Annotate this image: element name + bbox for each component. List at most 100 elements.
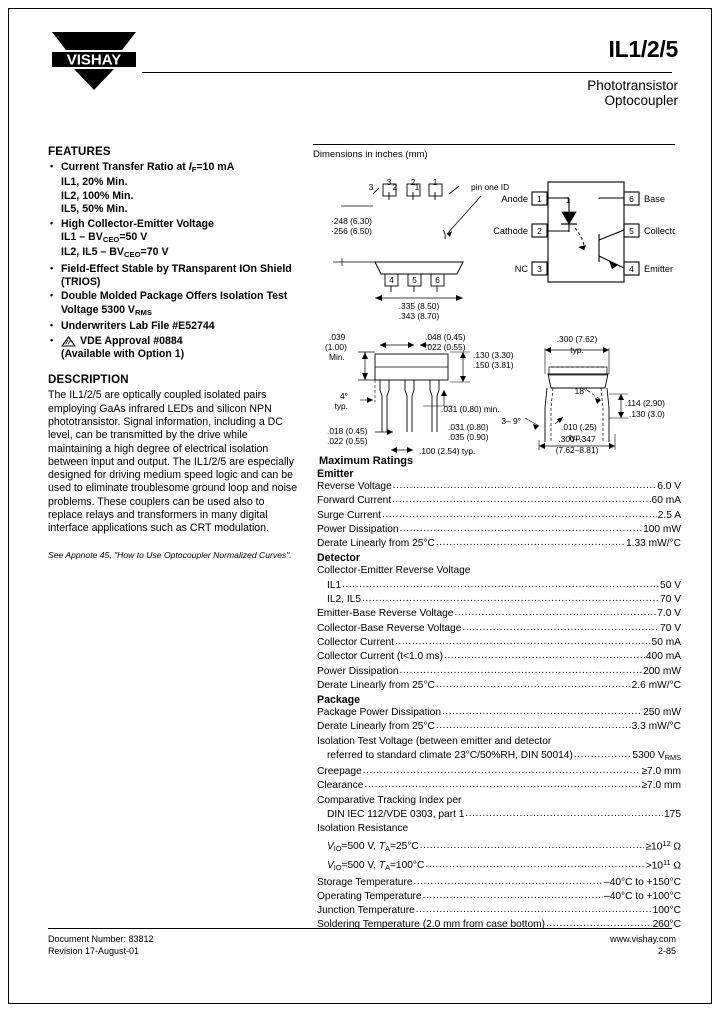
leader-dots: ........................................… [443,650,645,662]
leader-dots: ........................................… [573,749,632,761]
feature-ctr-pre: Current Transfer Ratio at [61,161,189,173]
sch-pin-2-num: 2 [537,226,542,236]
rating-row: Package Power Dissipation ..............… [313,706,681,720]
rating-label: Collector Current [317,636,394,648]
leadwidth-bot-2: .022 (0.55) [327,436,368,446]
rating-row: Collector-Base Reverse Voltage .........… [313,622,681,636]
sch-pin-4-num: 4 [629,264,634,274]
features-list: Current Transfer Ratio at IF=10 mA IL1, … [48,160,300,362]
footer-left: Document Number: 83812 Revision 17-Augus… [48,934,154,957]
rating-value: 200 mW [643,665,681,677]
leader-dots: ........................................… [392,494,650,506]
leader-dots: ........................................… [442,706,643,718]
ratings-title: Maximum Ratings [319,455,414,467]
pin-label-top-1: 1 [415,182,420,192]
standoff-dim-1: .039 [329,332,346,342]
rating-label: Collector Current (t<1.0 ms) [317,651,443,663]
sch-pin-5-num: 5 [629,226,634,236]
rating-label: Collector-Base Reverse Voltage [317,622,462,634]
feature-ctr-il1: IL1, 20% Min. [61,176,128,189]
rating-label: Creepage [317,766,362,778]
rating-subheading: Comparative Tracking Index per [317,794,462,806]
rating-value: 7.0 V [657,608,681,620]
rating-value: 6.0 V [657,481,681,492]
bodyheight-dim-1: .130 (3.30) [473,350,514,360]
rating-value: 250 mW [643,707,681,719]
header-divider [142,72,672,73]
sch-label-cathode: Cathode [493,226,528,236]
rating-label: Derate Linearly from 25°C [317,538,435,550]
rating-label: Emitter-Base Reverse Voltage [317,608,454,620]
feature-item-vde: VDE Approval #0884 (Available with Optio… [48,334,300,362]
sch-pin-1-num: 1 [537,194,542,204]
rating-row: referred to standard climate 23°C/50%RH,… [313,749,681,765]
sch-label-nc: NC [515,264,529,274]
rating-row: Derate Linearly from 25°C ..............… [313,537,681,551]
span-dim-1: .300–.347 [558,434,596,444]
revision-date: Revision 17-August-01 [48,945,140,956]
rating-row: VIO=500 V, TA=100°C ....................… [313,856,681,875]
rating-label: Operating Temperature [317,890,422,902]
rating-row: Derate Linearly from 25°C ..............… [313,679,681,693]
sch-label-base: Base [644,194,665,204]
sch-label-emitter: Emitter [644,264,673,274]
feature-vce-il2-il5: IL2, IL5 – BVCEO=70 V [61,246,169,260]
rating-row: Emitter-Base Reverse Voltage ...........… [313,607,681,621]
rating-row: Power Dissipation ......................… [313,665,681,679]
rating-label: VIO=500 V, TA=25°C [327,840,419,853]
leadwidth-top-1: .048 (0.45) [425,332,466,342]
leader-dots: ........................................… [465,808,663,820]
subtitle-line-1: Phototransistor [587,78,678,93]
rating-row: Reverse Voltage ........................… [313,480,681,494]
rating-row: Operating Temperature ..................… [313,890,681,904]
drawing-column: Dimensions in inches (mm) [313,144,675,462]
leader-dots: ........................................… [435,720,631,732]
ratings-group-package: Package [317,694,360,707]
drawing-top-rule [313,144,675,145]
feature-ctr-subscript: F [191,164,197,174]
part-number-title: IL1/2/5 [608,36,679,62]
leadwidth-top-2: .022 (0.55) [425,342,466,352]
rating-value: ≥1012 Ω [645,838,681,852]
rating-label: Derate Linearly from 25°C [317,721,435,733]
leadthick-dim-1: .031 (0.80) [448,422,489,432]
leadthin-dim-2: typ. [569,432,583,442]
leadthin-dim-1: .010 (.25) [561,422,597,432]
leader-dots: ........................................… [395,635,651,647]
vishay-logo-text: VISHAY [67,52,121,69]
feature-ctr-symbol: I [188,161,192,173]
rating-value: 50 V [660,579,681,591]
rating-value: 175 [664,809,681,821]
feature-vce-il1: IL1 – BVCEO=50 V [61,230,148,244]
feature-ctr-il2: IL2, 100% Min. [61,189,134,202]
description-body: The IL1/2/5 are optically coupled isolat… [48,389,298,535]
rating-row: Collector Current (t<1.0 ms) ...........… [313,650,681,664]
rating-value: 260°C [652,919,681,931]
rating-row: Junction Temperature ...................… [313,904,681,918]
pin-num-bot-4: 4 [389,276,394,285]
feature-ctr-il5: IL5, 50% Min. [61,203,128,216]
rating-subheading: Collector-Emitter Reverse Voltage [317,565,471,577]
footer-right: www.vishay.com 2-85 [610,934,676,957]
draft-angle-1: 4° [340,391,348,401]
rating-value: 100 mW [643,523,681,535]
rating-value: 1.33 mW/°C [625,538,681,550]
rating-label: Forward Current [317,495,392,507]
rating-value: 50 mA [651,636,681,648]
rating-value: 400 mA [645,651,681,663]
rating-row: IL1 ....................................… [313,579,681,593]
page-border [8,8,712,1004]
standoff-dim-3: Min. [329,352,345,362]
rating-label: Clearance [317,780,364,792]
rating-value: 60 mA [651,495,681,507]
seating-dim-2: .130 (3.0) [629,409,665,419]
pin-label-top-3: 3 [369,182,374,192]
leadwidth-bot-1: .018 (0.45) [327,426,368,436]
website-url[interactable]: www.vishay.com [610,934,676,944]
leader-dots: ........................................… [419,839,645,851]
rating-value: >1011 Ω [645,858,681,872]
rating-value: –40°C to +150°C [604,876,681,888]
leader-dots: ........................................… [425,859,645,871]
leader-dots: ........................................… [392,480,657,491]
